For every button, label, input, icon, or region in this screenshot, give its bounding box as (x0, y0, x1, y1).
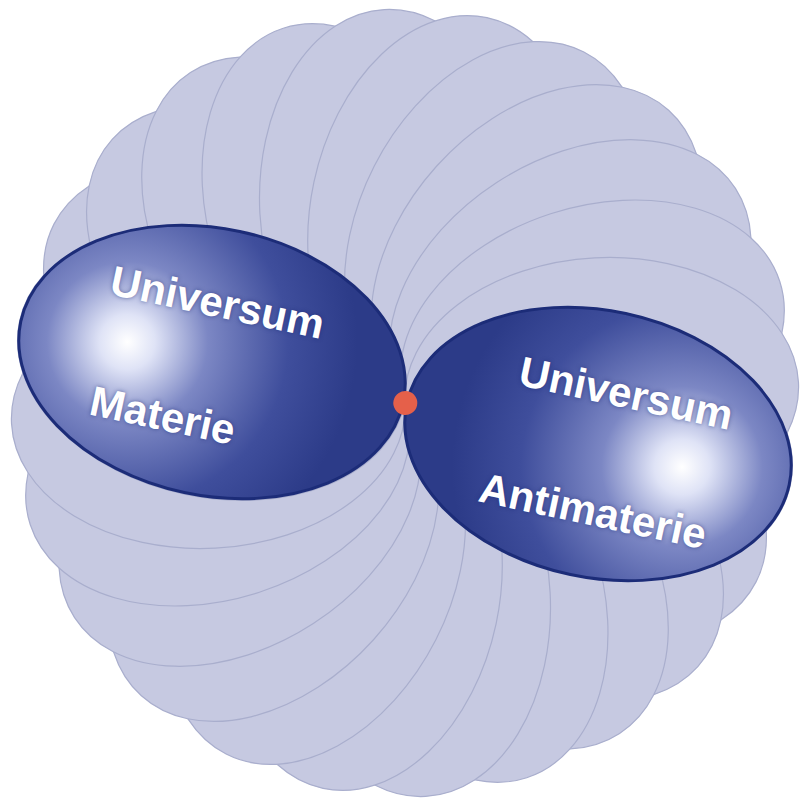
lobe-ellipse (379, 273, 808, 615)
origin-dot (391, 389, 419, 417)
lobe-ellipse (0, 191, 431, 533)
